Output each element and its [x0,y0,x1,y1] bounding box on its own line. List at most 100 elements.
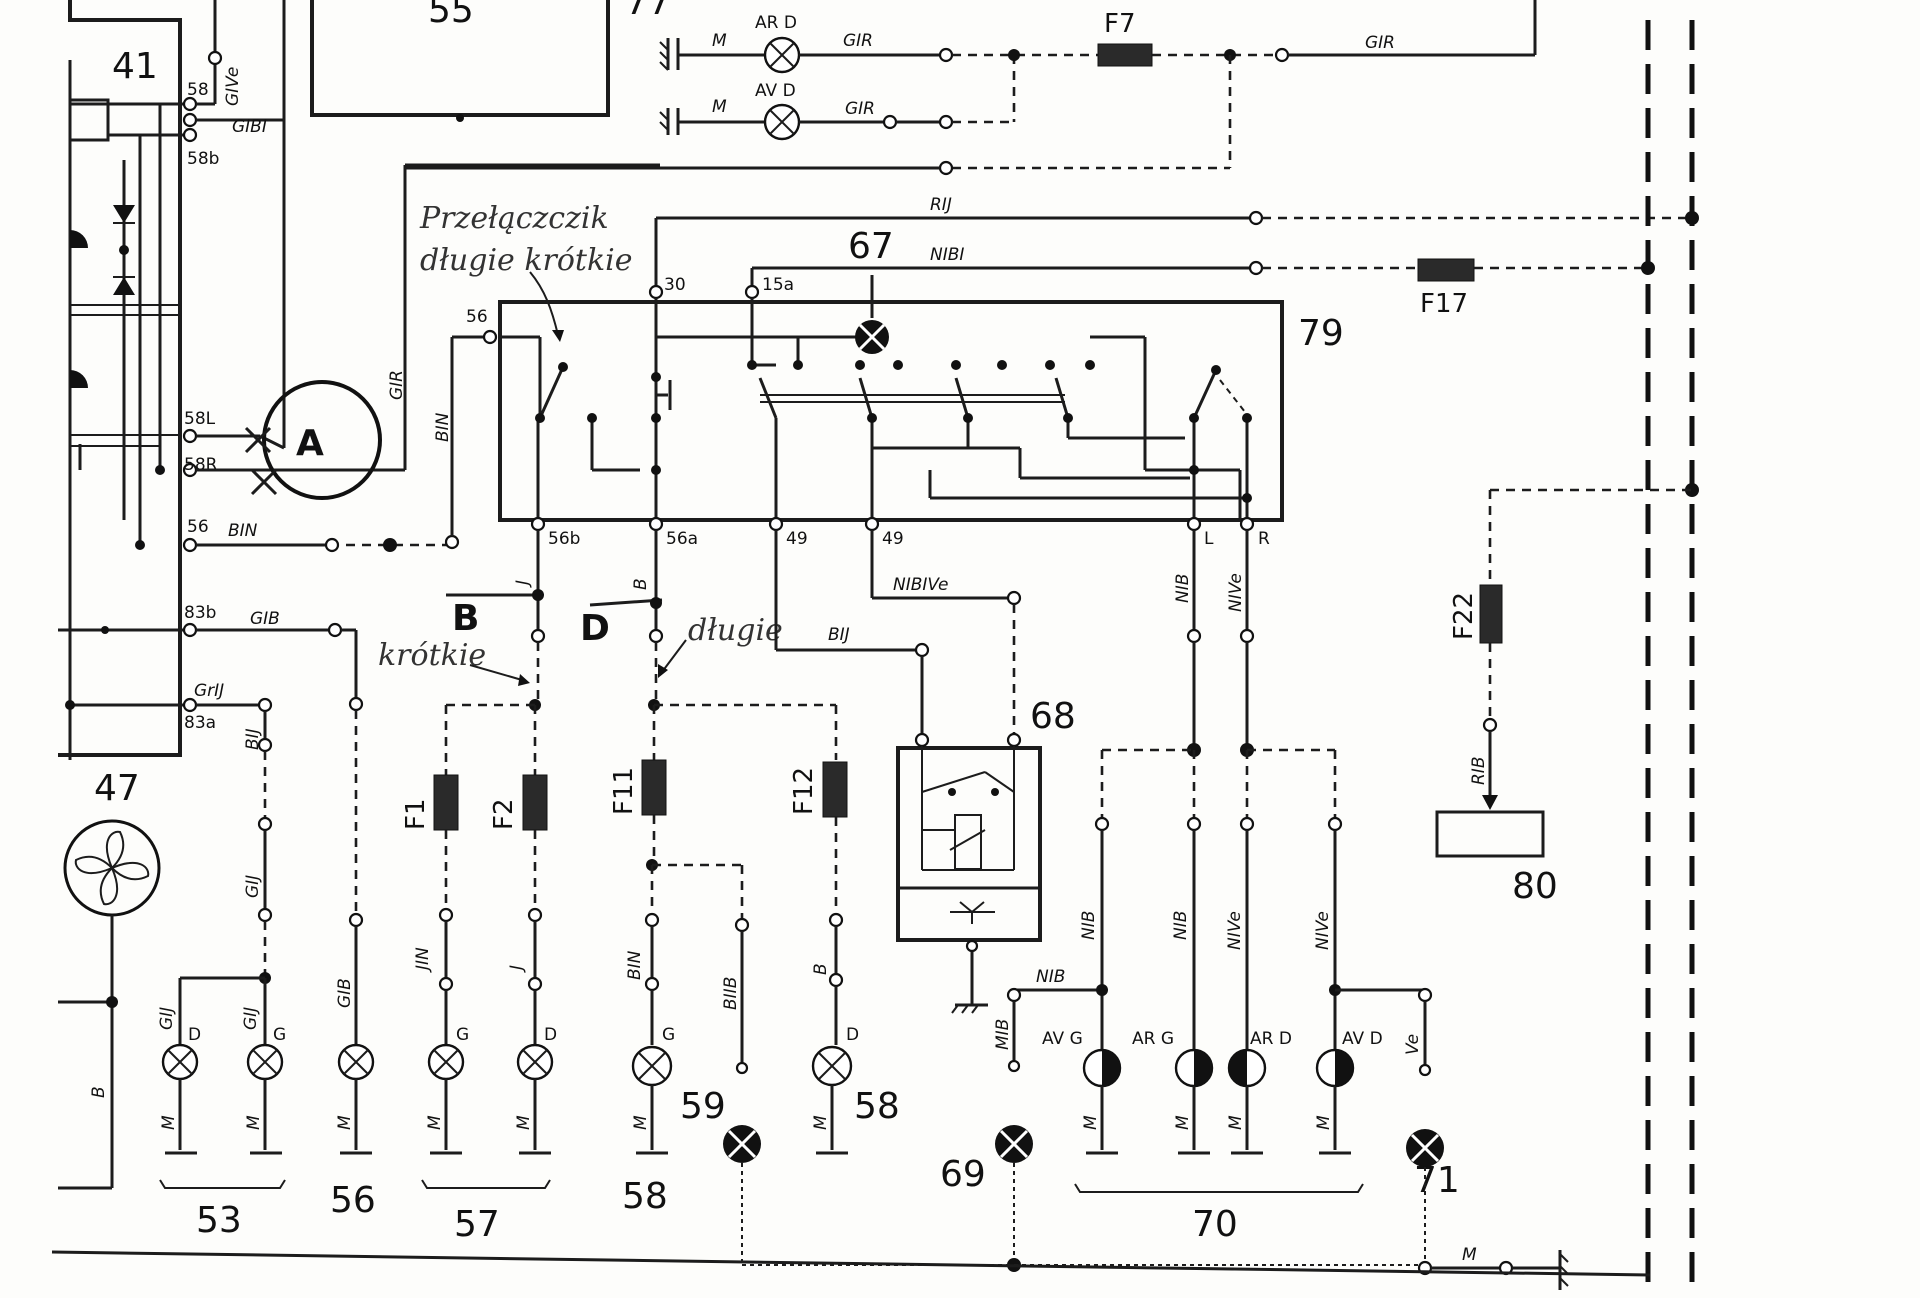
pin-49-a: 49 [786,529,808,549]
wire-gib-2: GIB [335,978,355,1008]
group-53: BIJ GIJ GIJ GIJ D G M M 53 [157,711,286,1241]
handwritten-annotations: Przełączczik długie krótkie B D krótkie … [378,201,783,686]
pin-56: 56 [187,517,209,537]
wire-rib: RIB [1469,757,1489,786]
component-41: 41 [58,0,190,760]
wire-m-2: M [712,97,727,117]
group-70: NIB NIB NIVe NIVe AV G AR G AR D AV D M … [1042,830,1383,1245]
connector-41: 58 58b 58L 58R 56 83b 83a [182,80,219,733]
component-55: 55 [310,0,610,122]
lamp-arg: AR G [1132,1029,1174,1049]
label-70: 70 [1192,1204,1238,1245]
wire-nib-2: NIB [1036,967,1065,987]
ground-56: M [335,1115,355,1130]
pin-83b: 83b [184,603,216,623]
label-58-b: 58 [854,1086,900,1127]
wire-nibive: NIBIVe [893,575,949,595]
ground-58-a: M [631,1115,651,1130]
ground-57-b: M [514,1115,534,1130]
pin-58l: 58L [184,409,216,429]
wire-gib-1: GIB [250,609,280,629]
pin-58: 58 [187,80,209,100]
wire-gibi: GIBI [232,117,267,137]
wire-nive-1: NIVe [1226,573,1246,612]
wire-nive-2: NIVe [1225,911,1245,950]
wires-top-right: RIJ F17 NIBI [654,20,1699,1290]
lamp-ard: AR D [1250,1029,1292,1049]
lamp-58-g: G [662,1025,675,1045]
pin-49-b: 49 [882,529,904,549]
ground-70-d: M [1314,1115,1334,1130]
wire-bin-1: BIN [228,521,258,541]
ground-53-b: M [244,1115,264,1130]
note-b: B [452,598,479,639]
annotation-a: A [296,423,324,464]
fuse-f1: F1 [401,799,431,831]
note-switch-2: długie krótkie [420,243,633,278]
wire-gir-3: GIR [845,99,875,119]
fuse-branch: J F1 F2 B F11 F12 [401,530,848,920]
wire-gij-1: GIJ [243,875,263,898]
wire-nib-3: NIB [1079,911,1099,940]
label-80: 80 [1512,866,1558,907]
ground-53-a: M [159,1115,179,1130]
wire-j-2: J [507,965,527,973]
lamp-57-g: G [456,1025,469,1045]
label-53: 53 [196,1200,242,1241]
label-58-a: 58 [622,1176,668,1217]
ground-58-b: M [811,1115,831,1130]
wire-m-1: M [712,31,727,51]
component-79: 79 56 30 15a [466,275,1344,549]
label-67: 67 [848,226,894,267]
group-58: BIN G M 58 BIIB 59 B D M 58 [622,912,900,1265]
wires-left: GIVe GIBI GIR BIN BIN GIB GrIJ [194,0,660,713]
label-69: 69 [940,1154,986,1195]
wire-grij: GrIJ [194,681,224,701]
wire-jin: JIN [413,947,433,973]
wire-bin-2: BIN [433,412,453,442]
fuse-f11: F11 [609,767,639,815]
ground-bus: M [51,1245,1651,1290]
pin-15a: 15a [762,275,794,295]
wire-gij-2: GIJ [157,1007,177,1030]
wire-gir-1: GIR [843,31,873,51]
label-47: 47 [94,768,140,809]
wire-b-47: B [89,1086,109,1098]
fuse-f22-branch: F22 RIB 80 [1435,488,1692,907]
wire-bij-1: BIJ [243,728,263,750]
lamp-avd: AV D [1342,1029,1383,1049]
label-71: 71 [1414,1160,1460,1201]
group-57: JIN J G D M M 57 [413,907,557,1245]
ground-57-a: M [425,1115,445,1130]
component-68: 68 [896,696,1076,1014]
fuse-f22: F22 [1449,592,1479,640]
top-lamps: 77 M M AR D AV D GIR GIR F7 GIR [405,0,1537,176]
note-dlugie: długie [688,613,783,648]
note-krotkie: krótkie [378,638,486,673]
pin-56b: 56b [548,529,580,549]
label-77: 77 [625,0,671,23]
group-71: Ve 71 [1335,987,1460,1265]
lamp-57-d: D [544,1025,557,1045]
group-69: MIB NIB 69 [940,967,1102,1272]
label-59: 59 [680,1086,726,1127]
wires-lr: NIB NIVe [1094,530,1343,832]
wire-m-end: M [1462,1245,1477,1265]
wire-nive-3: NIVe [1313,911,1333,950]
lamp-53-d: D [188,1025,201,1045]
label-55: 55 [428,0,474,31]
wire-biib: BIIB [721,977,741,1010]
wire-rij: RIJ [930,195,952,215]
pin-r: R [1258,529,1270,549]
wire-ve: Ve [1403,1034,1423,1055]
component-47: 47 B [58,768,161,1190]
group-56: GIB M 56 [330,696,376,1221]
pin-l: L [1204,529,1214,549]
note-switch-1: Przełączczik [419,201,609,236]
pin-56a: 56a [666,529,698,549]
wire-j-1: J [513,580,533,588]
label-79: 79 [1298,313,1344,354]
ground-70-a: M [1081,1115,1101,1130]
lamp-67: 67 [848,226,894,354]
